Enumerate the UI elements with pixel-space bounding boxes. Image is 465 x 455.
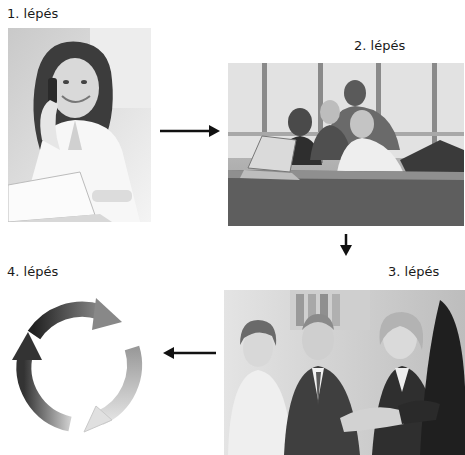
flow-arrow [340,234,352,256]
step-node: 4. lépés [5,264,155,442]
photo-handshake-part [284,366,360,455]
photo-meeting-part [248,136,296,172]
photo-phone-call-part [8,214,112,222]
step-node: 1. lépés [5,6,152,224]
photo-handshake-part [316,372,321,405]
photo-phone-call-part [68,120,82,150]
photo-meeting-part [350,110,374,138]
photo-handshake-part [224,290,465,455]
photo-handshake-part [395,368,409,392]
cycle-symbol-part [12,332,42,360]
photo-meeting-part [228,170,464,180]
photo-phone-call-part [81,80,87,84]
photo-phone-call-part [92,190,132,202]
arrow-line [172,352,216,355]
flow-arrow [160,125,220,137]
photo-handshake-part [379,312,423,350]
photo-handshake-part [296,294,304,326]
step-label: 1. lépés [5,6,60,22]
photo-handshake-part [332,294,340,326]
arrow-head [163,347,174,359]
photo-phone-call-part [40,100,60,150]
photo-phone-call-part [8,172,95,222]
photo-phone-call-part [63,80,69,84]
step-label: 4. lépés [5,264,60,280]
photo-phone-call-part [51,58,99,118]
photo-handshake-part [420,300,465,455]
photo-meeting-part [344,80,366,106]
cycle-symbol-part [100,348,135,418]
photo-handshake-part [398,400,440,424]
step-node: 3. lépés [224,264,465,455]
cycle-symbol-part [92,298,122,330]
arrow-line [160,130,211,133]
photo-handshake-part [302,320,334,360]
step-label: 2. lépés [352,38,407,54]
flow-arrow [163,347,216,359]
photo-phone-call-part [62,96,90,102]
photo-phone-call-part [48,78,57,104]
photo-meeting-part [228,170,464,226]
photo-meeting-part [228,63,464,226]
photo-handshake [224,290,465,455]
step-label: 3. lépés [386,264,441,280]
arrow-head [340,245,352,256]
photo-meeting-part [320,100,340,124]
cycle-symbol [12,298,135,432]
photo-handshake-part [290,290,370,330]
step-node: 2. lépés [228,38,464,226]
photo-meeting-part [288,108,312,136]
photo-meeting-part [240,170,300,180]
photo-phone-call [8,28,151,222]
photo-handshake-part [240,320,276,346]
cycle-symbol-part [24,352,70,424]
photo-handshake-part [302,314,334,330]
cycle-symbol-part [84,406,112,432]
photo-handshake-part [340,407,404,432]
photo-handshake-part [228,370,292,455]
cycle-symbol-part [34,309,100,335]
arrow-head [209,125,220,137]
photo-phone-call-part [8,28,151,222]
photo-meeting [228,63,464,226]
